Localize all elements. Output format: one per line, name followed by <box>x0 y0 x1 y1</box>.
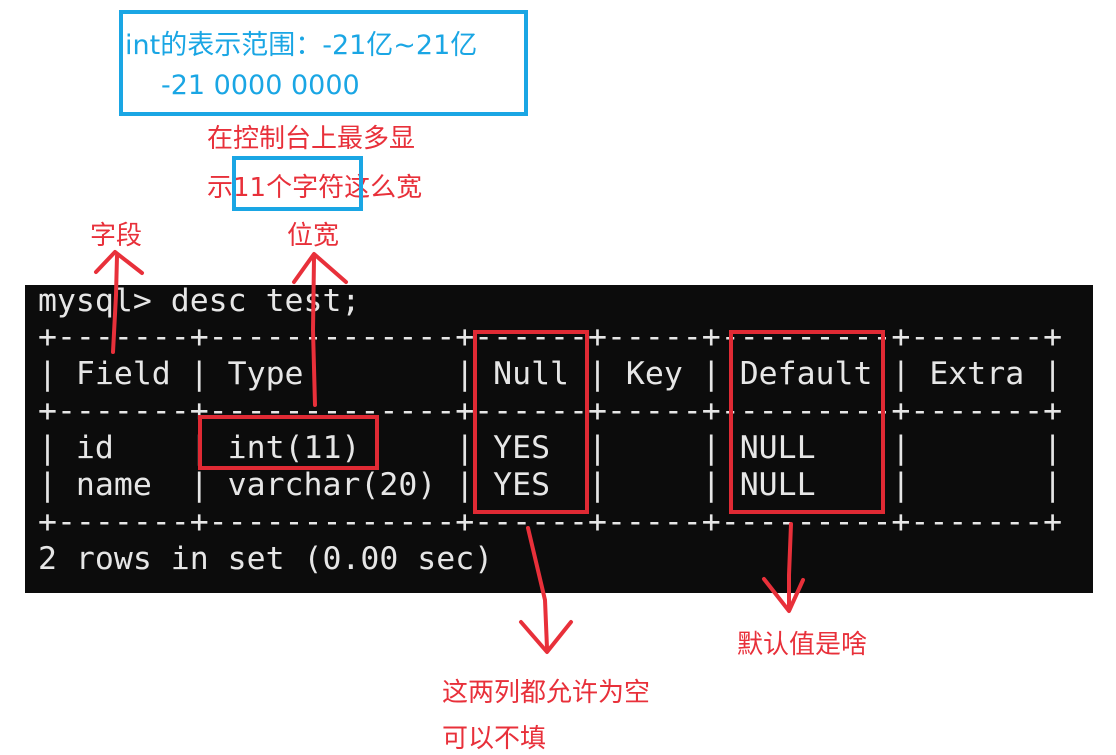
null-arrow-icon <box>526 526 549 650</box>
terminal-window: mysql> desc test; +-------+-------------… <box>25 283 1093 593</box>
table-row: | name | varchar(20) | YES | | NULL | | <box>38 467 1063 503</box>
console-width-line2-pre: 示 <box>207 173 234 203</box>
type-int-highlight <box>198 415 379 470</box>
table-header: | Field | Type | Null | Key | Default | … <box>38 356 1063 392</box>
field-arrow-icon <box>111 254 119 354</box>
int-range-line1: int的表示范围：-21亿~21亿 <box>125 30 478 61</box>
console-width-line2-box: 11个字符 <box>233 173 345 203</box>
int-range-line2: -21 0000 0000 <box>161 70 360 101</box>
int-range-box <box>119 10 528 116</box>
eleven-chars-box <box>232 156 363 211</box>
table-border-top: +-------+-------------+------+-----+----… <box>38 319 1063 355</box>
width-arrow-icon <box>311 256 317 407</box>
table-border-mid: +-------+-------------+------+-----+----… <box>38 393 1063 429</box>
default-column-highlight <box>729 330 885 514</box>
default-arrow-icon <box>787 522 793 608</box>
field-label: 字段 <box>90 221 143 251</box>
table-row: | id | int(11) | YES | | NULL | | <box>38 430 1063 466</box>
console-width-line1: 在控制台上最多显 <box>207 124 416 154</box>
terminal-summary: 2 rows in set (0.00 sec) <box>38 541 494 577</box>
null-note-line2: 可以不填 <box>442 724 547 754</box>
console-width-line2: 示11个字符这么宽 <box>207 167 422 204</box>
console-width-line2-post: 这么宽 <box>344 173 423 203</box>
width-label: 位宽 <box>287 221 340 251</box>
null-column-highlight <box>473 330 589 514</box>
null-note-line1: 这两列都允许为空 <box>442 678 651 708</box>
default-note: 默认值是啥 <box>737 630 868 660</box>
